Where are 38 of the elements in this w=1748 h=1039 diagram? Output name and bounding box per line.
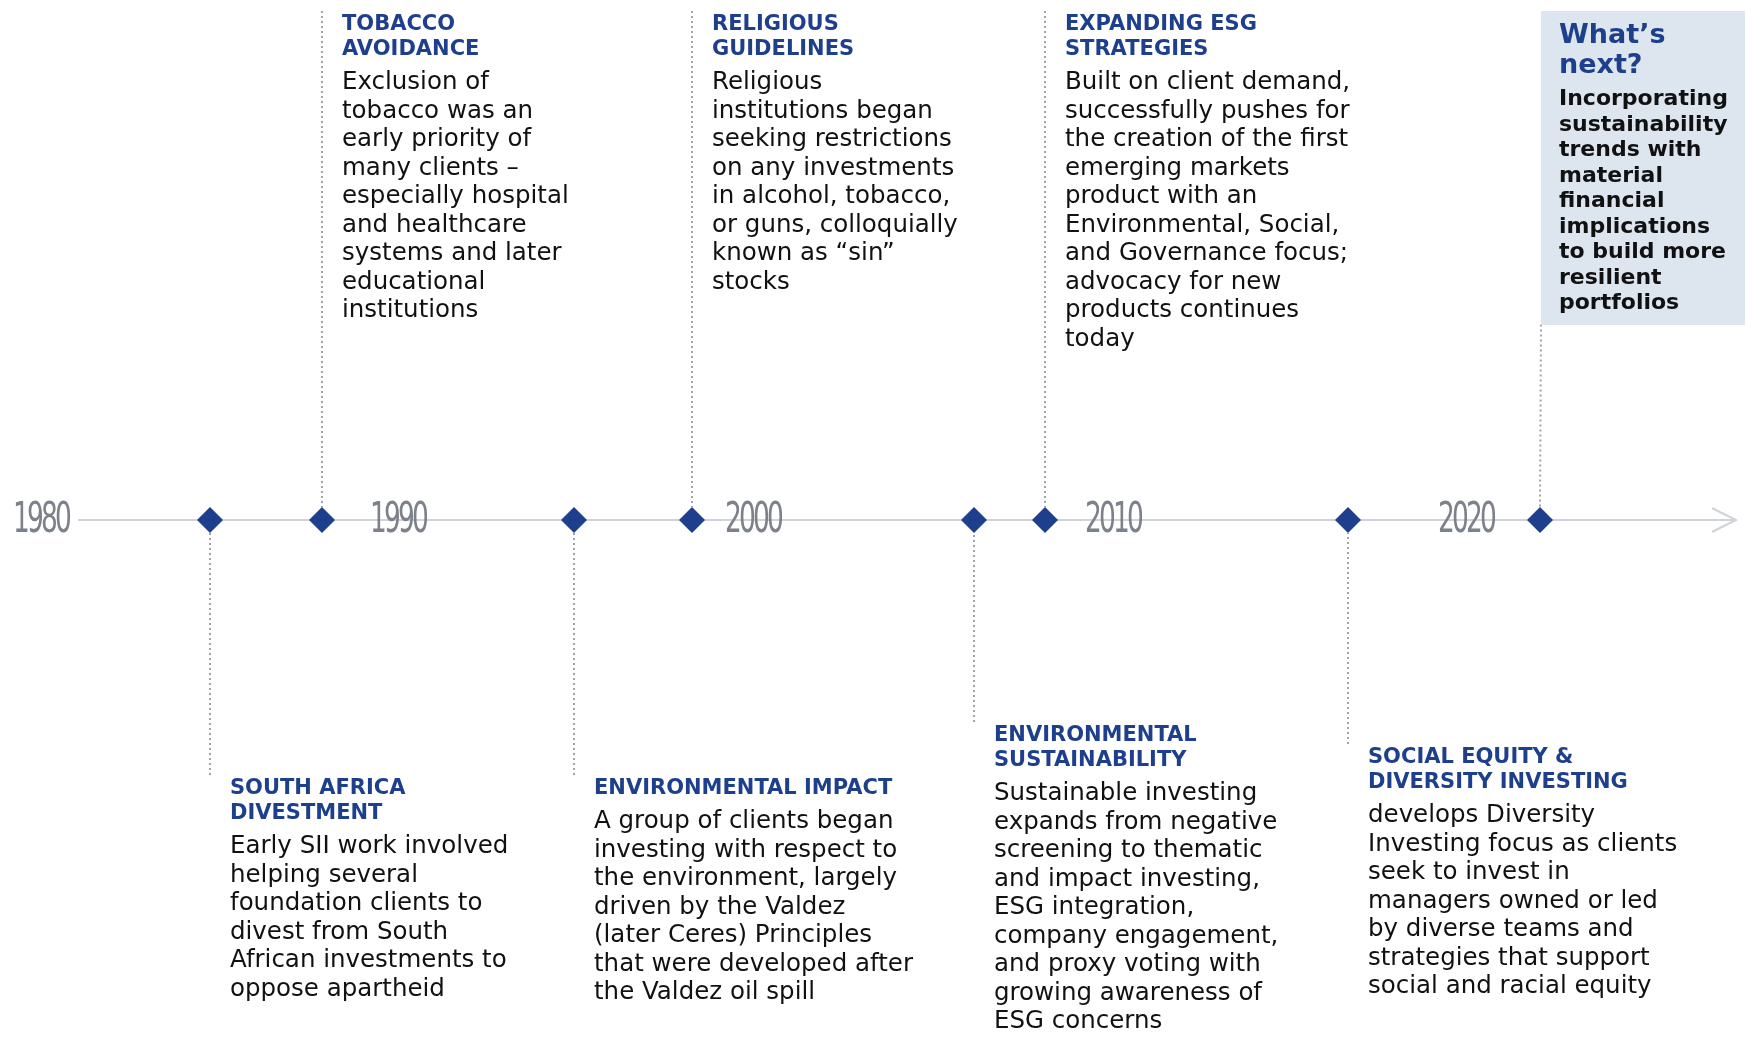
leader-line <box>1044 10 1046 508</box>
leader-line <box>1539 323 1542 508</box>
event-heading: RELIGIOUS GUIDELINES <box>712 11 856 61</box>
event-description: Religious institutions began seeking restrictions on any investments in alcohol, tobacco, or guns, colloquially known as “sin” stocks <box>712 67 959 295</box>
timeline-marker <box>1032 507 1058 533</box>
leader-line <box>321 10 323 508</box>
event-description: Sustainable investing expands from negative screening to thematic and impact investing, ESG integration, company engagement, and proxy voting with growing awareness of ESG concerns <box>994 778 1280 1035</box>
event-description: Built on client demand, successfully pushes for the creation of the first emerging markets product with an Environmental, Social, and Governance focus; advocacy for new products continues today <box>1065 67 1352 352</box>
leader-line <box>209 532 211 776</box>
year-label: 1980 <box>13 492 70 544</box>
event-heading: ENVIRONMENTAL IMPACT <box>594 775 894 800</box>
highlight-panel <box>1541 11 1745 325</box>
timeline-marker <box>197 507 223 533</box>
event-description: Incorporating sustainability trends with material financial implications to build more resilient portfolios <box>1559 85 1729 315</box>
event-description: Early SII work involved helping several foundation clients to divest from South African investments to oppose apartheid <box>230 831 510 1002</box>
timeline-marker <box>1335 507 1361 533</box>
year-label: 2010 <box>1085 492 1142 544</box>
event-heading: TOBACCO AVOIDANCE <box>342 11 481 61</box>
timeline-marker <box>1527 507 1553 533</box>
year-label: 1990 <box>370 492 427 544</box>
leader-line <box>1347 532 1349 745</box>
event-description: develops Diversity Investing focus as clients seek to invest in managers owned or led by diverse teams and strategies that support social and racial equity <box>1368 800 1679 1000</box>
event-heading: SOUTH AFRICA DIVESTMENT <box>230 775 407 825</box>
timeline-marker <box>961 507 987 533</box>
timeline-marker <box>679 507 705 533</box>
leader-line <box>973 532 975 723</box>
event-description: A group of clients began investing with respect to the environment, largely driven by the Valdez (later Ceres) Principles that were developed after the Valdez oil spill <box>594 806 914 1006</box>
event-description: Exclusion of tobacco was an early priority of many clients – especially hospital and healthcare systems and later educational institutions <box>342 67 570 324</box>
year-label: 2000 <box>725 492 782 544</box>
event-heading: ENVIRONMENTAL SUSTAINABILITY <box>994 722 1198 772</box>
event-heading: EXPANDING ESG STRATEGIES <box>1065 11 1258 61</box>
event-heading: What’s next? <box>1559 19 1667 79</box>
leader-line <box>573 532 575 776</box>
year-label: 2020 <box>1438 492 1495 544</box>
event-heading: SOCIAL EQUITY & DIVERSITY INVESTING <box>1368 744 1629 794</box>
leader-line <box>691 10 693 508</box>
timeline-marker <box>561 507 587 533</box>
timeline-marker <box>309 507 335 533</box>
